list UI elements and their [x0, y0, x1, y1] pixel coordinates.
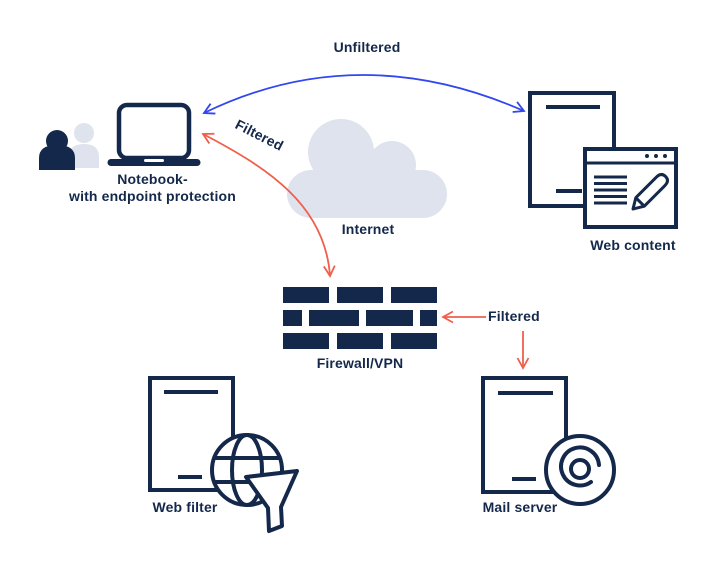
- internet-label: Internet: [341, 221, 395, 237]
- firewall-icon: [283, 287, 437, 349]
- web-filter-icon: [148, 376, 299, 533]
- web-content-label: Web content: [590, 237, 676, 253]
- filtered-curve-arrow: [201, 132, 336, 278]
- funnel-icon: [244, 469, 299, 533]
- web-content-icon: [528, 91, 678, 229]
- mail-server-icon: [481, 376, 616, 506]
- browser-icon: [583, 147, 678, 229]
- mail-server-label: Mail server: [482, 499, 558, 515]
- at-sign-icon: [544, 434, 616, 506]
- notebook-label-line1: Notebook-: [117, 171, 188, 187]
- notebook-label: Notebook- with endpoint protection: [50, 171, 255, 205]
- cloud-icon: [287, 119, 447, 218]
- web-filter-label: Web filter: [152, 499, 218, 515]
- filtered-label-right: Filtered: [488, 308, 540, 324]
- pencil-icon: [631, 173, 669, 211]
- unfiltered-arrow: [202, 74, 526, 115]
- unfiltered-label: Unfiltered: [333, 39, 401, 55]
- notebook-label-line2: with endpoint protection: [69, 188, 236, 204]
- firewall-label: Firewall/VPN: [316, 355, 404, 371]
- users-icon: [39, 123, 99, 170]
- text-lines: [594, 175, 627, 205]
- laptop-icon: [107, 102, 201, 166]
